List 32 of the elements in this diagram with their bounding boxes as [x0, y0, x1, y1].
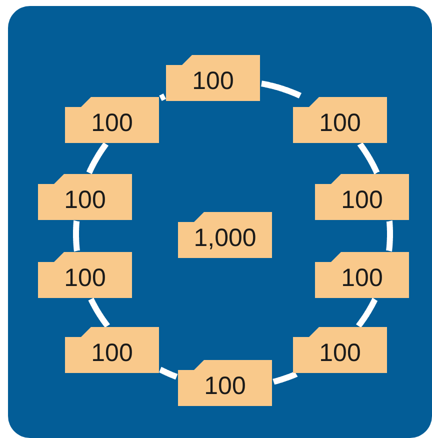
- ring-line: [357, 141, 380, 176]
- ring-line: [88, 296, 110, 329]
- note-card: [65, 97, 159, 143]
- note-card: [293, 327, 387, 373]
- ring-line: [158, 366, 180, 380]
- note-card: [178, 212, 272, 258]
- amount-text: 100: [91, 108, 133, 138]
- note-card: [65, 327, 159, 373]
- ring-line: [86, 141, 109, 176]
- amount-text: 100: [319, 338, 361, 368]
- amount-text: 100: [204, 372, 246, 400]
- note-card: [293, 97, 387, 143]
- note-card: [38, 174, 132, 220]
- ring-line: [73, 218, 80, 254]
- note-card: [315, 252, 409, 298]
- ring-line: [259, 80, 303, 98]
- ring-line: [356, 296, 378, 329]
- note-card: [315, 174, 409, 220]
- note-card: [166, 55, 260, 101]
- amount-text: 100: [64, 264, 106, 292]
- note-card: [178, 360, 272, 406]
- amount-text: 100: [341, 186, 383, 214]
- amount-text: 100: [319, 108, 361, 138]
- amount-text: 1,000: [194, 224, 256, 252]
- amount-text: 100: [91, 338, 133, 368]
- amount-text: 100: [341, 264, 383, 292]
- amount-text: 100: [64, 186, 106, 214]
- amount-text: 100: [192, 66, 234, 96]
- ring-line: [386, 218, 393, 254]
- ring-line: [271, 371, 299, 385]
- ring-line: [158, 93, 168, 102]
- note-card: [38, 252, 132, 298]
